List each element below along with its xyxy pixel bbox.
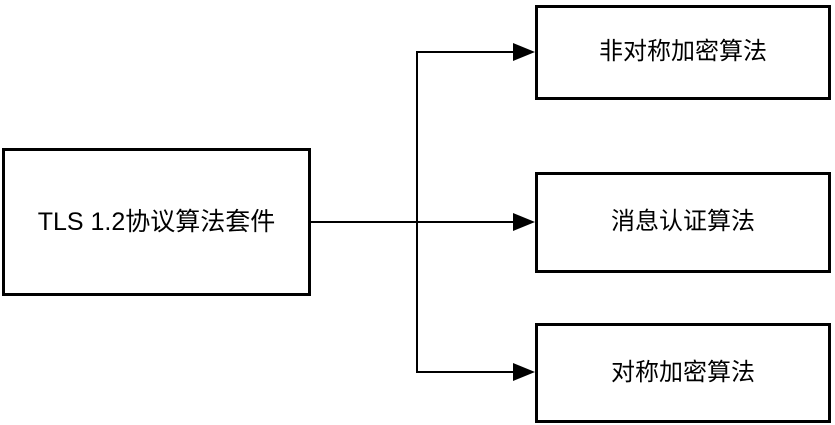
- node-tls-suite-label: TLS 1.2协议算法套件: [37, 208, 276, 236]
- arrowhead-icon-middle: [513, 213, 535, 231]
- arrowhead-icon-bottom: [513, 363, 535, 381]
- node-asymmetric-encryption: 非对称加密算法: [535, 5, 831, 100]
- node-symmetric-encryption: 对称加密算法: [535, 323, 831, 423]
- node-symmetric-encryption-label: 对称加密算法: [611, 358, 755, 386]
- node-message-authentication: 消息认证算法: [535, 172, 831, 273]
- node-message-authentication-label: 消息认证算法: [611, 208, 755, 236]
- arrowhead-icon-top: [513, 43, 535, 61]
- node-tls-suite: TLS 1.2协议算法套件: [2, 148, 311, 296]
- node-asymmetric-encryption-label: 非对称加密算法: [599, 38, 767, 66]
